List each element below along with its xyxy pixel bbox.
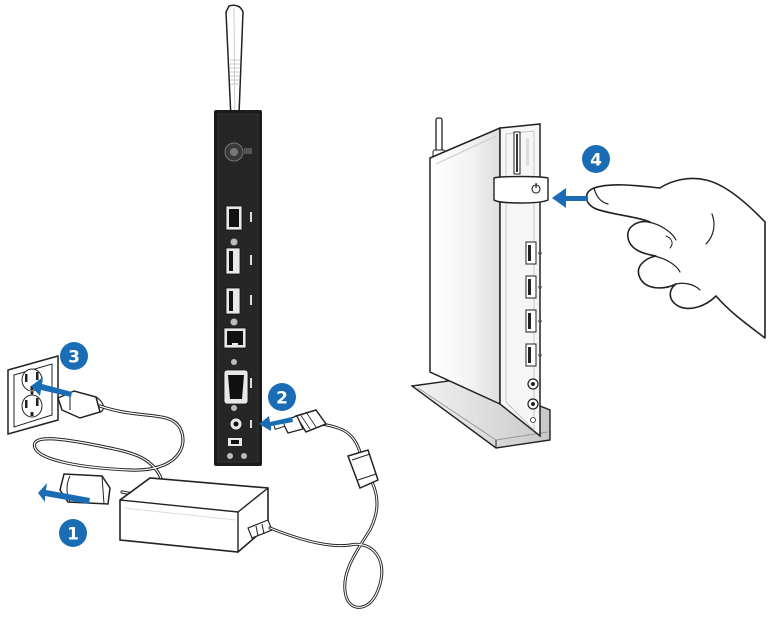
arrow-step-3 [31, 377, 72, 397]
mini-pc-front [410, 117, 551, 449]
step-badge-1: 1 [59, 519, 87, 547]
step-badge-3: 3 [60, 342, 88, 370]
step-number: 3 [68, 348, 80, 368]
ac-cord [32, 404, 185, 496]
front-usb-ports [525, 241, 543, 367]
wall-outlet [7, 355, 59, 435]
power-icon [531, 183, 541, 194]
step-badge-2: 2 [268, 383, 296, 411]
arrow-step-2 [259, 416, 293, 431]
step-number: 1 [67, 525, 79, 545]
arrow-step-4 [552, 188, 588, 208]
step-badge-4: 4 [582, 145, 610, 173]
power-adapter [119, 477, 273, 553]
mini-pc-rear [214, 4, 262, 466]
arrow-step-1 [38, 483, 90, 504]
ferrite-bead [347, 449, 379, 490]
step-number: 4 [590, 151, 602, 171]
hand-pressing-power [585, 177, 766, 339]
wall-plug [57, 390, 105, 419]
step-number: 2 [276, 389, 288, 409]
dc-cable [268, 422, 384, 609]
